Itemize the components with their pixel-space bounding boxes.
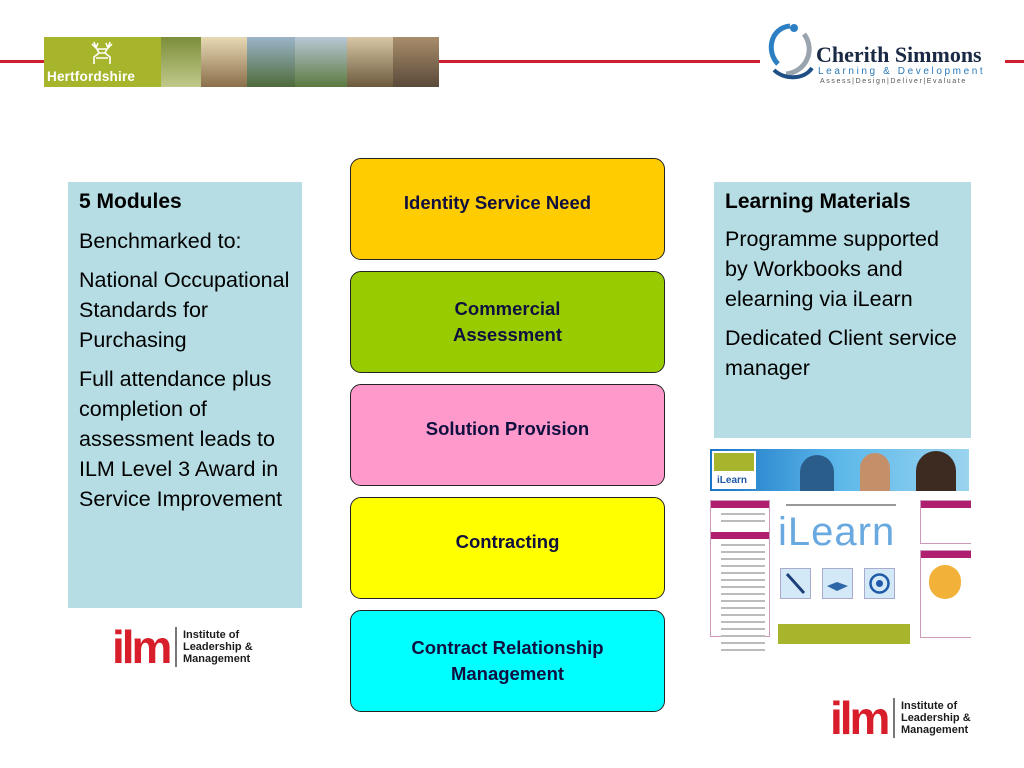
process-step-label: Contract Relationship Management [411,637,604,684]
pen-icon [780,568,811,599]
process-step-contract-relationship-management: Contract Relationship Management [350,610,665,712]
modules-paragraph: Full attendance plus completion of asses… [79,367,283,511]
header-rule-middle [439,60,760,63]
company-subtagline: Assess|Design|Deliver|Evaluate [820,78,967,85]
ilearn-heading: iLearn [778,510,896,554]
ilearn-side-panel [920,550,971,638]
learning-materials-paragraph: Dedicated Client service manager [725,326,957,380]
process-step-label: Contracting [455,531,560,552]
process-step-solution-provision: Solution Provision [350,384,665,486]
ilearn-banner: iLearn [710,449,969,491]
process-step-identity-service-need: Identity Service Need [350,158,665,260]
process-step-label: Identity Service Need [403,192,592,213]
process-step-contracting: Contracting [350,497,665,599]
ilearn-logo-text: iLearn [717,475,748,486]
ilm-logo-text: Institute of Leadership & Management [182,629,253,665]
company-name: Cherith Simmons [816,42,982,67]
header-rule-right [1005,60,1024,63]
modules-panel: 5 Modules Benchmarked to: National Occup… [68,182,302,608]
ilearn-main: iLearn [778,500,910,660]
learning-materials-panel: Learning Materials Programme supported b… [714,182,971,438]
hertfordshire-logo: Hertfordshire [44,37,161,87]
ilm-logo-right: ilm Institute of Leadership & Management [830,695,971,741]
ilm-logo-left: ilm Institute of Leadership & Management [112,624,253,670]
modules-paragraph: Benchmarked to: [79,229,242,253]
ilearn-screenshot: iLearn iLearn [708,440,971,660]
at-sign-icon [864,568,895,599]
swirl-icon [768,23,814,80]
modules-heading: 5 Modules [79,190,182,213]
company-tagline: Learning & Development [818,66,986,77]
ilearn-side-panel [920,500,971,544]
hertfordshire-logo-text: Hertfordshire [47,69,136,84]
ilm-logo-mark: ilm [830,692,890,744]
modules-paragraph: National Occupational Standards for Purc… [79,268,290,352]
book-icon [822,568,853,599]
ilm-logo-mark: ilm [112,621,172,673]
stag-icon [91,41,113,64]
process-step-label: Commercial Assessment [452,298,562,345]
header-rule-left [0,60,44,63]
hertfordshire-photo-strip [161,37,439,87]
learning-materials-heading: Learning Materials [725,190,911,213]
process-step-commercial-assessment: Commercial Assessment [350,271,665,373]
ilearn-topbar [708,440,971,448]
process-step-label: Solution Provision [425,418,590,439]
ilm-logo-text: Institute of Leadership & Management [900,700,971,736]
ilearn-sidebar [710,500,770,651]
ilearn-logo: iLearn [712,451,756,489]
learning-materials-paragraph: Programme supported by Workbooks and ele… [725,227,939,311]
cherith-simmons-logo: Cherith Simmons Learning & Development A… [760,18,1005,88]
